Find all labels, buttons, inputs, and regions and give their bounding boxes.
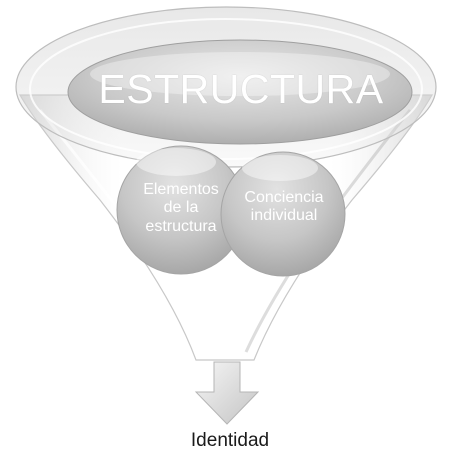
input-ball-right-highlight: [242, 155, 318, 181]
funnel-rim-inner: [29, 18, 423, 160]
input-ball-left-highlight: [136, 148, 216, 176]
title-ellipse: [67, 39, 413, 145]
input-ball-right: [220, 151, 346, 277]
title-ellipse-highlight: [90, 52, 390, 96]
down-arrow-icon: [194, 361, 260, 425]
output-label: Identidad: [190, 430, 270, 451]
